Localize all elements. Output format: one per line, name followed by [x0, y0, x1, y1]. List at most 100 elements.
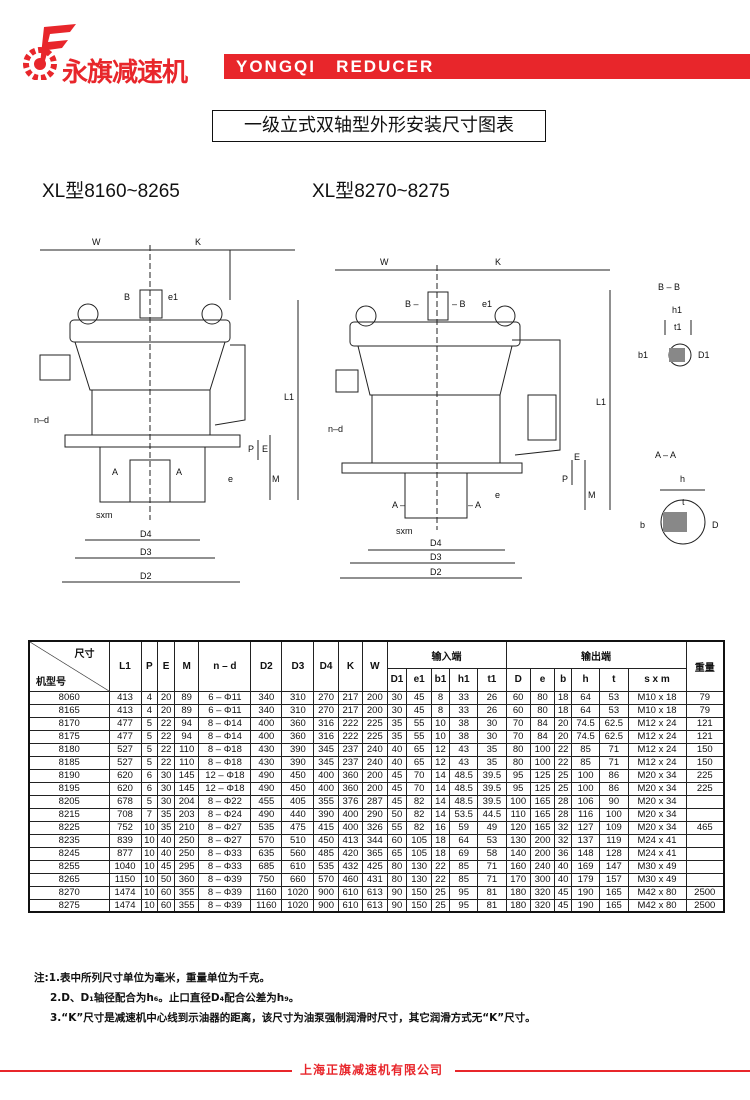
value-cell: 32 [554, 820, 572, 835]
value-cell: 5 [140, 794, 159, 809]
value-cell: 477 [108, 729, 142, 744]
value-cell: 5 [140, 716, 159, 731]
footer-company-name: 上海正旗减速机有限公司 [300, 1063, 444, 1077]
notes: 注:1.表中所列尺寸单位为毫米，重量单位为千克。 2.D、D₁轴径配合为h₆。止… [34, 968, 536, 1028]
value-cell [685, 859, 725, 874]
value-cell: 270 [313, 703, 339, 718]
svg-text:n–d: n–d [328, 424, 343, 434]
value-cell: 45 [386, 794, 408, 809]
value-cell: 40 [554, 872, 572, 887]
value-cell: 355 [313, 794, 339, 809]
value-cell: 8 – Φ39 [198, 872, 252, 887]
value-cell: 55 [406, 716, 432, 731]
value-cell: 360 [281, 729, 315, 744]
value-cell: 33 [449, 703, 479, 718]
value-cell: 169 [570, 859, 601, 874]
svg-text:M: M [272, 474, 280, 484]
value-cell: 109 [599, 820, 629, 835]
value-cell: 1474 [108, 898, 142, 913]
value-cell: 413 [108, 690, 142, 705]
value-cell: 150 [406, 898, 432, 913]
value-cell: 125 [529, 781, 556, 796]
value-cell: 570 [313, 872, 339, 887]
value-cell: 1474 [108, 885, 142, 900]
value-cell: 4 [140, 690, 159, 705]
value-cell: 8 – Φ18 [198, 742, 252, 757]
value-cell: 30 [157, 781, 175, 796]
value-cell: 86 [599, 768, 629, 783]
value-cell: 170 [505, 872, 531, 887]
value-cell: 26 [477, 690, 507, 705]
value-cell: 839 [108, 833, 142, 848]
value-cell: 14 [430, 807, 451, 822]
value-cell: 527 [108, 755, 142, 770]
value-cell: 200 [362, 781, 388, 796]
model-cell: 8195 [28, 781, 110, 796]
value-cell: 70 [505, 729, 531, 744]
value-cell: 38 [449, 716, 479, 731]
value-cell: 80 [386, 872, 408, 887]
value-cell: 30 [477, 716, 507, 731]
value-cell: 8 – Φ24 [198, 807, 252, 822]
value-cell: 60 [386, 833, 408, 848]
svg-text:B: B [124, 292, 130, 302]
svg-text:– A: – A [468, 500, 481, 510]
note-2: 2.D、D₁轴径配合为h₆。止口直径D₄配合公差为h₉。 [50, 992, 300, 1004]
value-cell: 200 [362, 690, 388, 705]
value-cell: 100 [570, 781, 601, 796]
value-cell: 8 – Φ39 [198, 885, 252, 900]
value-cell: 80 [529, 703, 556, 718]
value-cell: 240 [362, 742, 388, 757]
col-header: K [337, 640, 364, 692]
value-cell: 71 [599, 742, 629, 757]
value-cell: 130 [406, 872, 432, 887]
value-cell: 82 [406, 820, 432, 835]
value-cell: 65 [406, 755, 432, 770]
col-header: h [570, 668, 601, 692]
value-cell: 157 [599, 872, 629, 887]
svg-text:e: e [228, 474, 233, 484]
value-cell: 71 [599, 755, 629, 770]
model-cell: 8270 [28, 885, 110, 900]
value-cell: 217 [337, 690, 364, 705]
value-cell: 150 [406, 885, 432, 900]
col-header: D3 [281, 640, 315, 692]
value-cell: 10 [140, 859, 159, 874]
value-cell: 340 [250, 703, 283, 718]
col-header: n – d [198, 640, 252, 692]
svg-text:L1: L1 [596, 397, 606, 407]
svg-text:D4: D4 [430, 538, 442, 548]
svg-text:W: W [92, 237, 101, 247]
value-cell: 40 [157, 833, 175, 848]
value-cell: 490 [250, 807, 283, 822]
value-cell: 25 [430, 898, 451, 913]
value-cell: 310 [281, 703, 315, 718]
value-cell: 270 [313, 690, 339, 705]
value-cell: 60 [157, 885, 175, 900]
value-cell: 316 [313, 729, 339, 744]
value-cell: 12 [430, 755, 451, 770]
value-cell: 100 [599, 807, 629, 822]
value-cell: 610 [337, 885, 364, 900]
svg-text:D3: D3 [140, 547, 152, 557]
value-cell: 89 [173, 703, 200, 718]
svg-text:A: A [176, 467, 182, 477]
value-cell: 148 [570, 846, 601, 861]
value-cell: 85 [449, 859, 479, 874]
value-cell: 340 [250, 690, 283, 705]
value-cell: 610 [337, 898, 364, 913]
value-cell: 225 [362, 716, 388, 731]
model-cell: 8275 [28, 898, 110, 913]
value-cell: 64 [570, 690, 601, 705]
group-header-output: 输出端 [505, 640, 687, 670]
value-cell: 26 [477, 703, 507, 718]
value-cell: 81 [477, 898, 507, 913]
value-cell: 390 [281, 742, 315, 757]
col-header: e [529, 668, 556, 692]
model-cell: 8265 [28, 872, 110, 887]
